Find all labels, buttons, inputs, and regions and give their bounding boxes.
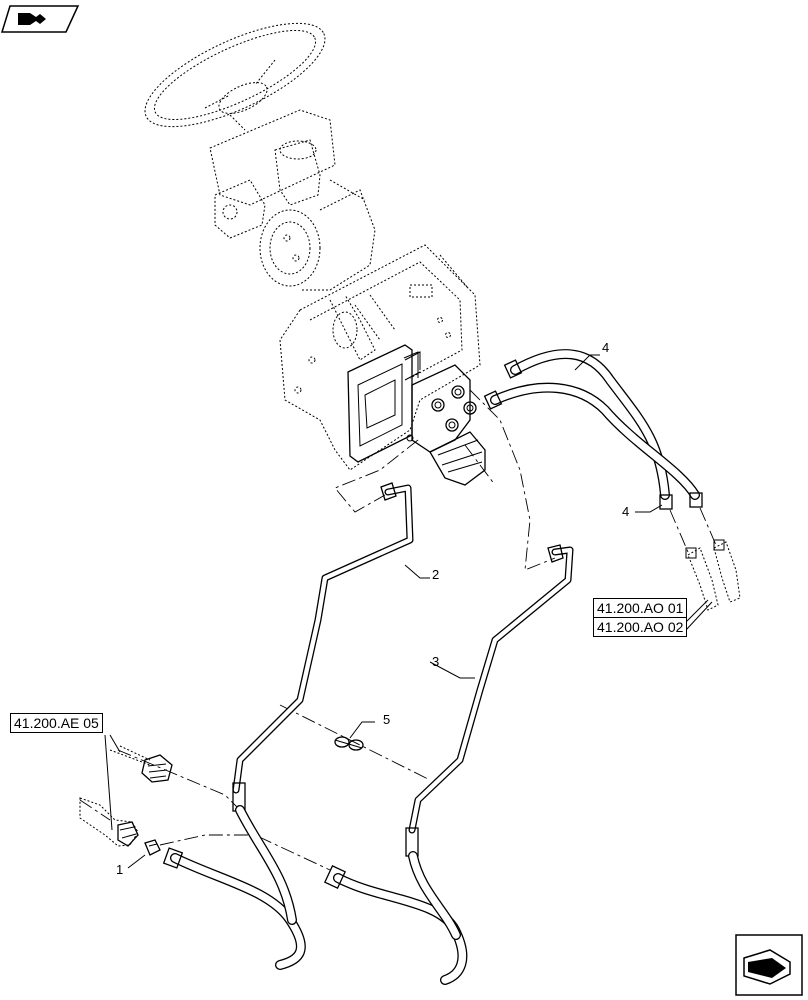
steering-valve bbox=[347, 344, 486, 486]
lower-hose-3 bbox=[323, 851, 468, 985]
hose-extension bbox=[685, 539, 741, 611]
reference-ae05[interactable]: 41.200.AE 05 bbox=[10, 713, 103, 733]
tube-item-3 bbox=[405, 544, 574, 857]
adapter-item-1 bbox=[144, 839, 161, 856]
tube-item-2 bbox=[232, 482, 414, 812]
steering-column bbox=[209, 109, 376, 291]
mounting-frame bbox=[279, 244, 481, 471]
clamp-item-5 bbox=[334, 736, 364, 751]
steering-wheel bbox=[144, 22, 326, 131]
callout-item-4-upper: 4 bbox=[602, 340, 610, 355]
reference-ao02[interactable]: 41.200.AO 02 bbox=[593, 617, 688, 637]
callout-item-3: 3 bbox=[432, 654, 440, 669]
leader-lines bbox=[104, 354, 713, 869]
connection-fitting bbox=[79, 745, 173, 847]
callout-item-5: 5 bbox=[383, 712, 391, 727]
callout-item-2: 2 bbox=[432, 567, 440, 582]
lower-hose-2 bbox=[162, 805, 306, 970]
callout-item-4-lower: 4 bbox=[622, 504, 630, 519]
page-flip-icon[interactable] bbox=[0, 5, 80, 33]
callout-item-1: 1 bbox=[116, 862, 124, 877]
next-page-arrow-icon[interactable] bbox=[735, 934, 803, 996]
hose-item-4 bbox=[483, 349, 703, 510]
reference-ao01[interactable]: 41.200.AO 01 bbox=[593, 598, 688, 618]
